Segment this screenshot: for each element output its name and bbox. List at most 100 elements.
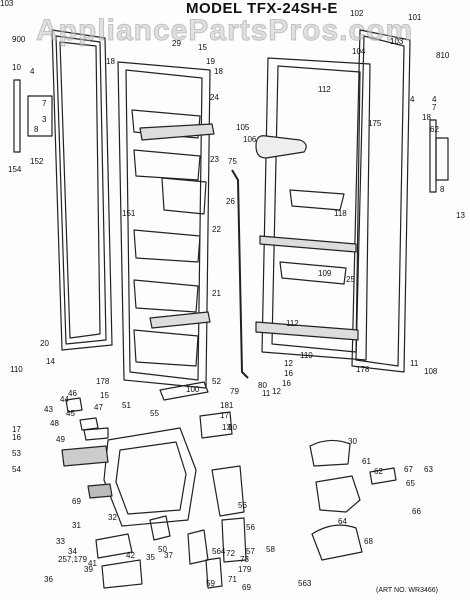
part-label: 257,179	[58, 555, 87, 564]
part-label: 39	[84, 565, 93, 574]
part-label: 112	[318, 85, 331, 94]
part-label: 35	[146, 553, 155, 562]
part-label: 52	[212, 377, 221, 386]
part-label: 20	[40, 339, 49, 348]
part-label: 11	[410, 359, 419, 368]
part-label: 41	[88, 559, 97, 568]
part-label: 14	[46, 357, 55, 366]
part-label: 102	[350, 9, 364, 18]
watermark: AppliancePartsPros.com	[35, 14, 414, 48]
part-label: 178	[96, 377, 110, 386]
part-label: 7	[432, 103, 437, 112]
model-title: MODEL TFX-24SH-E	[186, 0, 338, 17]
fresh-food-door-liner	[261, 57, 371, 361]
part-label: 75	[228, 157, 237, 166]
part-label: 32	[108, 513, 117, 522]
part-label: 37	[164, 551, 173, 560]
part-label: 18	[214, 67, 223, 76]
part-label: 56	[246, 523, 255, 532]
part-label: 105	[236, 123, 250, 132]
part-label: 3	[42, 115, 47, 124]
fan-motor	[315, 475, 361, 513]
part-label: 61	[362, 457, 371, 466]
part-label: 50	[158, 545, 167, 554]
part-label: 563	[298, 579, 312, 588]
part-label: 48	[50, 419, 59, 428]
part-label: 25	[346, 275, 355, 284]
part-label: 44	[60, 395, 69, 404]
part-label: 4	[410, 95, 415, 104]
part-label: 69	[242, 583, 251, 592]
part-label: 29	[172, 39, 181, 48]
part-label: 56	[238, 501, 247, 510]
part-label: 152	[30, 157, 44, 166]
dispenser-panel	[61, 445, 109, 467]
part-label: 103	[390, 37, 404, 46]
part-label: 43	[44, 405, 53, 414]
part-label: 59	[206, 579, 215, 588]
part-label: 181	[220, 401, 234, 410]
art-number: (ART NO. WR3466)	[376, 587, 438, 594]
part-label: 4	[432, 95, 437, 104]
part-label: 8	[440, 185, 445, 194]
part-label: 12	[284, 359, 293, 368]
part-label: 101	[408, 13, 422, 22]
part-label: 64	[338, 517, 347, 526]
part-label: 175	[368, 119, 382, 128]
part-label: 104	[352, 47, 366, 56]
part-label: 80	[258, 381, 267, 390]
part-label: 73	[240, 555, 249, 564]
part-label: 7	[42, 99, 47, 108]
hinge-rod	[231, 169, 249, 379]
fresh-food-door-gasket	[351, 29, 411, 373]
part-label: 18	[106, 57, 115, 66]
part-label: 33	[56, 537, 65, 546]
part-label: 17	[12, 425, 21, 434]
part-label: 30	[348, 437, 357, 446]
part-label: 178	[356, 365, 370, 374]
part-label: 72	[226, 549, 235, 558]
part-label: 49	[56, 435, 65, 444]
part-label: 58	[266, 545, 275, 554]
part-label: 13	[456, 211, 465, 220]
part-label: 154	[8, 165, 22, 174]
part-label: 60	[228, 423, 237, 432]
part-label: 19	[206, 57, 215, 66]
part-label: 31	[72, 521, 81, 530]
part-label: 900	[12, 35, 26, 44]
part-label: 11	[262, 389, 271, 398]
part-label: 36	[44, 575, 53, 584]
part-label: 103	[0, 0, 14, 8]
part-label: 51	[122, 401, 131, 410]
part-label: 63	[424, 465, 433, 474]
part-label: 15	[198, 43, 207, 52]
part-label: 108	[424, 367, 438, 376]
part-label: 65	[406, 479, 415, 488]
part-label: 67	[404, 465, 413, 474]
part-label: 110	[10, 365, 23, 374]
part-label: 62	[374, 467, 383, 476]
part-label: 109	[318, 269, 332, 278]
part-label: 16	[282, 379, 291, 388]
part-label: 106	[243, 135, 257, 144]
dispenser-housing	[103, 427, 197, 527]
part-label: 13	[222, 423, 231, 432]
part-label: 34	[68, 547, 77, 556]
part-label: 23	[210, 155, 219, 164]
part-label: 18	[422, 113, 431, 122]
part-label: 15	[100, 391, 109, 400]
part-label: 179	[238, 565, 252, 574]
freezer-door-gasket	[51, 29, 113, 351]
part-label: 55	[150, 409, 159, 418]
part-label: 17	[220, 411, 229, 420]
part-label: 810	[436, 51, 450, 60]
part-label: 100	[186, 385, 200, 394]
part-label: 8	[34, 125, 39, 134]
part-label: 16	[284, 369, 293, 378]
part-label: 53	[12, 449, 21, 458]
part-label: 21	[212, 289, 221, 298]
part-label: 66	[412, 507, 421, 516]
part-label: 47	[94, 403, 103, 412]
